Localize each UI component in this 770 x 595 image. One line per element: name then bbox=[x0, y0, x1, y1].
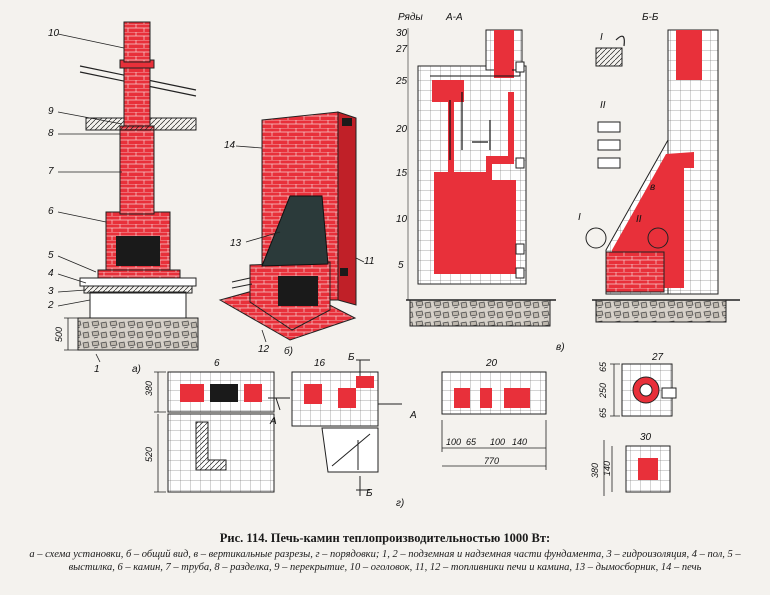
row-20: 20 bbox=[395, 124, 408, 135]
plan-row-20: 20 bbox=[485, 358, 498, 369]
part-label-8: 8 bbox=[48, 128, 54, 139]
dim-140-b: 140 bbox=[602, 461, 612, 476]
part-label-12: 12 bbox=[258, 344, 270, 355]
panel-b-general-view bbox=[218, 111, 365, 343]
cut-a-right: А bbox=[409, 410, 417, 421]
dim-380: 380 bbox=[144, 381, 154, 396]
figure-caption-legend: а – схема установки, б – общий вид, в – … bbox=[14, 548, 756, 574]
row-27: 27 bbox=[395, 44, 408, 55]
detail-2-label: II bbox=[600, 100, 606, 111]
dim-520: 520 bbox=[144, 447, 154, 462]
part-label-2: 2 bbox=[47, 300, 54, 311]
part-label-1: 1 bbox=[94, 364, 100, 375]
cut-b-bottom: Б bbox=[366, 488, 373, 499]
figure-drawing: 10 9 8 7 6 5 4 3 2 1 500 а) 14 13 11 12 … bbox=[47, 12, 740, 509]
detail-1-marker: I bbox=[578, 212, 581, 223]
rows-title: Ряды bbox=[398, 12, 423, 23]
row-15: 15 bbox=[396, 168, 408, 179]
part-label-10: 10 bbox=[48, 28, 60, 39]
dim-500: 500 bbox=[54, 327, 64, 342]
part-label-4: 4 bbox=[48, 268, 54, 279]
part-label-14: 14 bbox=[224, 140, 236, 151]
dim-380-b: 380 bbox=[590, 463, 600, 478]
part-label-3: 3 bbox=[48, 286, 54, 297]
detail-2-marker: II bbox=[636, 214, 642, 225]
panel-a-installation bbox=[57, 21, 199, 363]
part-label-9: 9 bbox=[48, 106, 54, 117]
dim-65-c: 65 bbox=[598, 407, 608, 418]
part-label-11: 11 bbox=[364, 256, 374, 267]
part-label-5: 5 bbox=[48, 250, 54, 261]
detail-1-label: I bbox=[600, 32, 603, 43]
panel-v-section-aa bbox=[406, 28, 556, 327]
part-label-6: 6 bbox=[48, 206, 54, 217]
figure-legend-text: а – схема установки, б – общий вид, в – … bbox=[29, 549, 741, 573]
panel-label-b: б) bbox=[284, 345, 293, 357]
dim-65-b: 65 bbox=[598, 361, 608, 372]
dim-100-b: 100 bbox=[490, 437, 505, 447]
row-10: 10 bbox=[396, 214, 408, 225]
part-label-7: 7 bbox=[48, 166, 54, 177]
plan-row-6: 6 bbox=[214, 358, 220, 369]
dim-140-a: 140 bbox=[512, 437, 527, 447]
row-5: 5 bbox=[398, 260, 404, 271]
section-bb-title: Б-Б bbox=[642, 12, 659, 23]
panel-label-g: г) bbox=[396, 498, 404, 509]
dim-770: 770 bbox=[484, 456, 499, 466]
panel-v-section-bb bbox=[585, 29, 740, 323]
cut-b-top: Б bbox=[348, 352, 355, 363]
panel-label-a: а) bbox=[132, 364, 141, 375]
panel-g-course-plans bbox=[154, 359, 677, 496]
panel-label-v: в) bbox=[556, 342, 565, 353]
cut-a-left: А bbox=[269, 416, 277, 427]
plan-row-16: 16 bbox=[314, 358, 326, 369]
plan-row-27: 27 bbox=[651, 352, 664, 363]
figure-caption-title: Рис. 114. Печь-камин теплопроизводительн… bbox=[219, 531, 551, 545]
section-aa-title: А-А bbox=[445, 12, 463, 23]
dim-250: 250 bbox=[598, 383, 608, 399]
row-30: 30 bbox=[396, 28, 408, 39]
dim-100-a: 100 bbox=[446, 437, 461, 447]
part-label-13: 13 bbox=[230, 238, 242, 249]
row-25: 25 bbox=[395, 76, 408, 87]
dim-65-a: 65 bbox=[466, 437, 477, 447]
plan-row-30: 30 bbox=[640, 432, 652, 443]
zone-v-marker: в bbox=[650, 182, 655, 193]
